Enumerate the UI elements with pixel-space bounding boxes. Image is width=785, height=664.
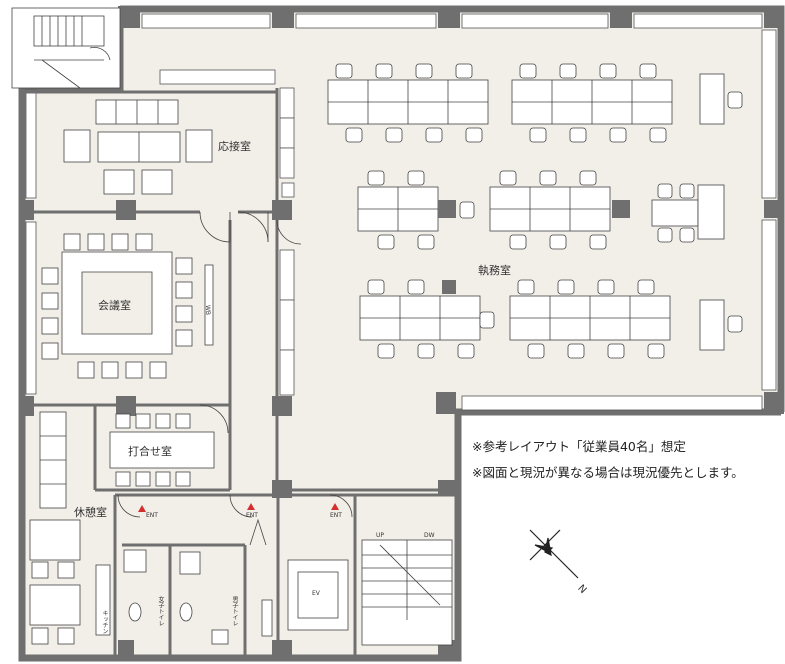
room-label-office: 執務室 — [478, 264, 511, 277]
room-label-mens-toilet: 男子トイレ — [231, 596, 238, 626]
room-label-conference: 会議室 — [98, 299, 131, 312]
room-label-kitchen: キッチン — [101, 610, 108, 634]
room-label-womens-toilet: 女子トイレ — [157, 596, 164, 626]
stairs — [361, 539, 453, 646]
compass-icon — [529, 529, 579, 579]
partitions — [22, 88, 458, 658]
whiteboard-label: WB — [204, 305, 211, 316]
stairs-down-label: DW — [424, 532, 435, 539]
exit-label-hall-2: ENT — [330, 512, 342, 519]
room-label-lounge: 休憩室 — [74, 506, 107, 519]
elevator — [287, 559, 349, 631]
exit-label-hall-1: ENT — [246, 512, 258, 519]
lounge-furniture — [29, 411, 111, 645]
office-desks — [327, 73, 725, 351]
meeting-furniture — [109, 413, 215, 487]
room-label-reception: 応接室 — [218, 140, 251, 153]
window-strips — [25, 13, 777, 411]
reception-furniture — [63, 99, 213, 195]
office-blocks — [438, 200, 630, 294]
note-current-priority: ※図面と現況が異なる場合は現況優先とします。 — [472, 465, 744, 480]
toilets — [123, 549, 273, 645]
office-chairs — [335, 63, 743, 359]
conference-furniture — [41, 233, 214, 379]
exit-label-lounge: ENT — [146, 512, 158, 519]
doors — [117, 211, 353, 546]
room-label-elevator: EV — [312, 590, 320, 597]
stairs-up-label: UP — [376, 532, 385, 539]
exit-signs — [138, 503, 339, 512]
room-label-meeting: 打合せ室 — [128, 445, 172, 458]
note-layout: ※参考レイアウト「従業員40名」想定 — [472, 439, 686, 454]
entrance-stair — [11, 7, 121, 89]
cabinets — [159, 69, 295, 396]
